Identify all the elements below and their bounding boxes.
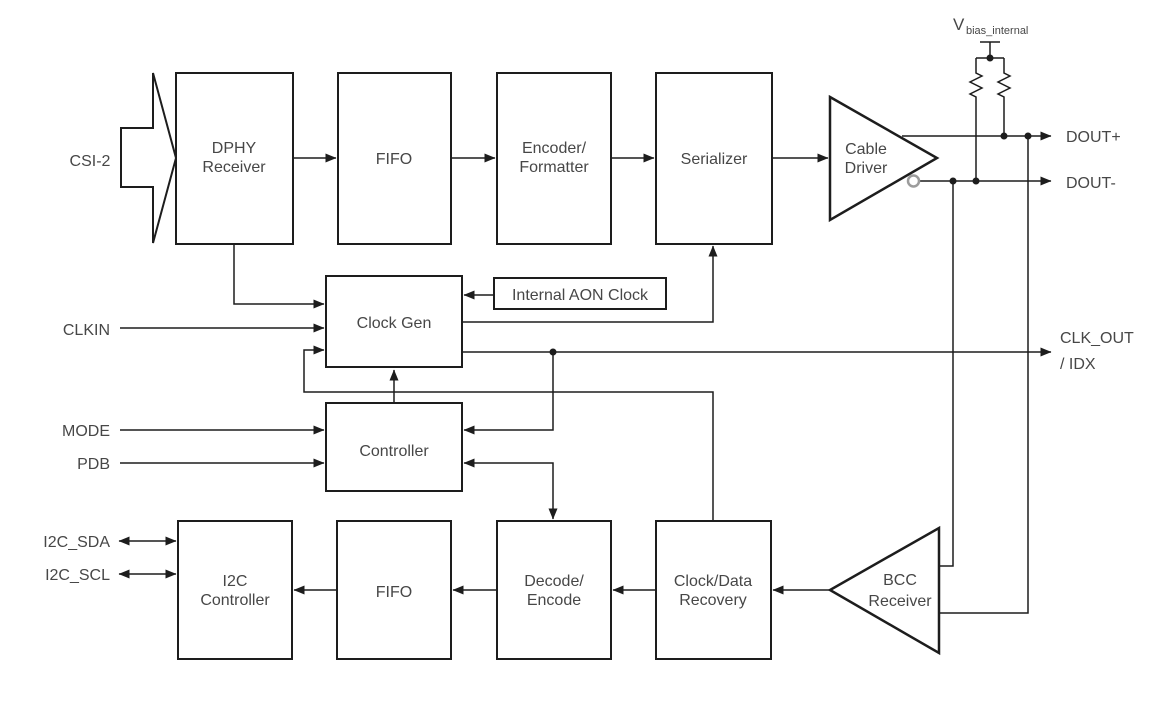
csi2-input-arrow-shape	[120, 72, 178, 244]
block-label: Controller	[200, 592, 270, 609]
block-clock-gen	[325, 275, 463, 368]
resistor-left	[968, 58, 984, 181]
wire-cdr-feedback-to-clockgen	[303, 345, 714, 521]
junction-dot	[949, 177, 957, 185]
block-label: Clock/Data	[674, 573, 752, 590]
wire-clockgen-to-serializer	[462, 245, 718, 323]
block-label: Receiver	[202, 159, 266, 176]
inverter-bubble	[906, 174, 921, 188]
port-label-csi2: CSI-2	[70, 153, 111, 170]
block-internal-aon-clock	[493, 277, 667, 310]
block-label: Clock Gen	[357, 315, 432, 332]
block-label: I2C	[223, 573, 248, 590]
port-label-vbias: V	[953, 15, 965, 34]
wire-doutminus-to-bcc	[939, 181, 954, 567]
block-cable-driver	[828, 94, 940, 223]
port-label-mode: MODE	[62, 423, 110, 440]
block-label: Cable	[845, 141, 887, 158]
wire-controller-decode-bidir	[463, 458, 558, 520]
block-clock-data-recovery	[655, 520, 772, 660]
block-label: FIFO	[376, 584, 412, 601]
block-label: Serializer	[681, 151, 748, 168]
block-label: BCC	[883, 572, 917, 589]
resistor-right	[996, 58, 1012, 136]
block-label: Decode/	[524, 573, 584, 590]
block-label: Receiver	[868, 593, 932, 610]
block-decode-encode	[496, 520, 612, 660]
block-label: Recovery	[679, 592, 747, 609]
port-label-pdb: PDB	[77, 456, 110, 473]
port-label-clk-out: CLK_OUT	[1060, 330, 1134, 347]
junction-dot	[1024, 132, 1032, 140]
port-label-dout-plus: DOUT+	[1066, 129, 1121, 146]
block-label: Encode	[527, 592, 581, 609]
block-label: Controller	[359, 443, 429, 460]
wire-dphy-to-clockgen	[233, 244, 325, 309]
junction-dot	[549, 348, 557, 356]
block-encoder-formatter	[496, 72, 612, 245]
port-label-vbias-subscript: bias_internal	[966, 25, 1028, 37]
block-bcc-receiver	[827, 525, 941, 656]
block-fifo-bottom	[336, 520, 452, 660]
block-label: Formatter	[519, 159, 589, 176]
block-serializer	[655, 72, 773, 245]
block-label: Internal AON Clock	[512, 287, 649, 304]
port-label-i2c-sda: I2C_SDA	[43, 534, 110, 551]
junction-dot	[972, 177, 980, 185]
block-controller	[325, 402, 463, 492]
wire-clkout-to-controller	[463, 352, 554, 435]
block-dphy-receiver	[175, 72, 294, 245]
block-label: DPHY	[212, 140, 257, 157]
port-label-dout-minus: DOUT-	[1066, 175, 1116, 192]
block-fifo-top	[337, 72, 452, 245]
block-label: Driver	[845, 160, 888, 177]
junction-dot	[1000, 132, 1008, 140]
port-label-clkin: CLKIN	[63, 322, 110, 339]
block-label: FIFO	[376, 151, 412, 168]
wire-doutplus-to-bcc	[939, 136, 1029, 614]
junction-dot	[986, 54, 994, 62]
block-label: Encoder/	[522, 140, 587, 157]
port-label-idx: / IDX	[1060, 356, 1096, 373]
port-label-i2c-scl: I2C_SCL	[45, 567, 110, 584]
block-i2c-controller	[177, 520, 293, 660]
